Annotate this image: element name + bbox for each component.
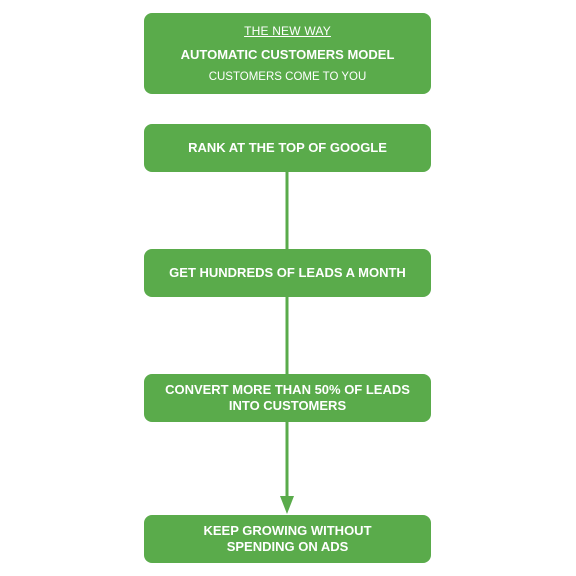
step-get-leads: GET HUNDREDS OF LEADS A MONTH <box>144 249 431 297</box>
step-convert-leads: CONVERT MORE THAN 50% OF LEADS INTO CUST… <box>144 374 431 422</box>
step-label: CONVERT MORE THAN 50% OF LEADS INTO CUST… <box>165 382 410 413</box>
step-rank-google: RANK AT THE TOP OF GOOGLE <box>144 124 431 172</box>
step-label: RANK AT THE TOP OF GOOGLE <box>188 140 387 155</box>
eyebrow-label: THE NEW WAY <box>244 24 331 38</box>
step-label: GET HUNDREDS OF LEADS A MONTH <box>169 265 406 280</box>
model-title: AUTOMATIC CUSTOMERS MODEL <box>180 47 395 62</box>
arrow-head-icon <box>280 496 294 514</box>
step-label: KEEP GROWING WITHOUT SPENDING ON ADS <box>203 523 372 554</box>
title-box: THE NEW WAY AUTOMATIC CUSTOMERS MODEL CU… <box>144 13 431 94</box>
model-subtitle: CUSTOMERS COME TO YOU <box>208 71 367 83</box>
step-keep-growing: KEEP GROWING WITHOUT SPENDING ON ADS <box>144 515 431 563</box>
